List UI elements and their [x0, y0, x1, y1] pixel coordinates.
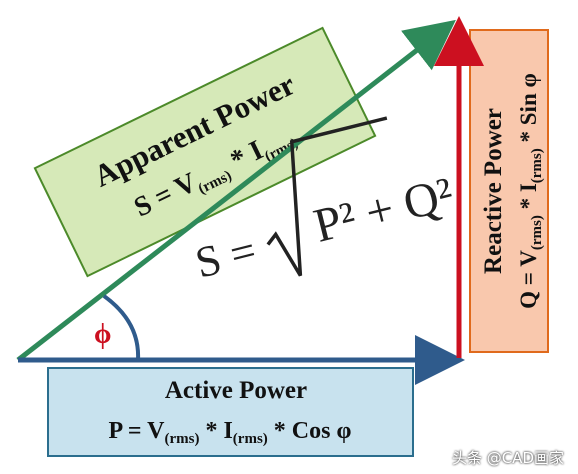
phase-angle-label: ϕ [94, 319, 111, 350]
reactive-power-box: Reactive Power Q = V(rms) * I(rms) * Sin… [469, 29, 549, 353]
svg-text:Reactive Power: Reactive Power [480, 108, 507, 274]
reactive-power-formula: Q = V(rms) * I(rms) * Sin φ [516, 73, 545, 309]
active-power-formula: P = V(rms) * I(rms) * Cos φ [109, 418, 352, 447]
apparent-power-box: Apparent Power S = V(rms) * I(rms) [33, 26, 377, 278]
svg-text:P² + Q²: P² + Q² [309, 167, 459, 253]
phase-angle-arc [102, 294, 141, 361]
watermark-text: 头条 @CAD画家 [451, 449, 564, 467]
reactive-power-title: Reactive Power [480, 108, 507, 274]
active-power-title: Active Power [165, 377, 307, 404]
svg-text:Active Power: Active Power [165, 377, 307, 404]
svg-text:S =: S = [191, 226, 261, 288]
apparent-power-vector [16, 19, 456, 362]
active-power-box: Active Power P = V(rms) * I(rms) * Cos φ [47, 367, 414, 457]
radical-sign [266, 116, 388, 277]
